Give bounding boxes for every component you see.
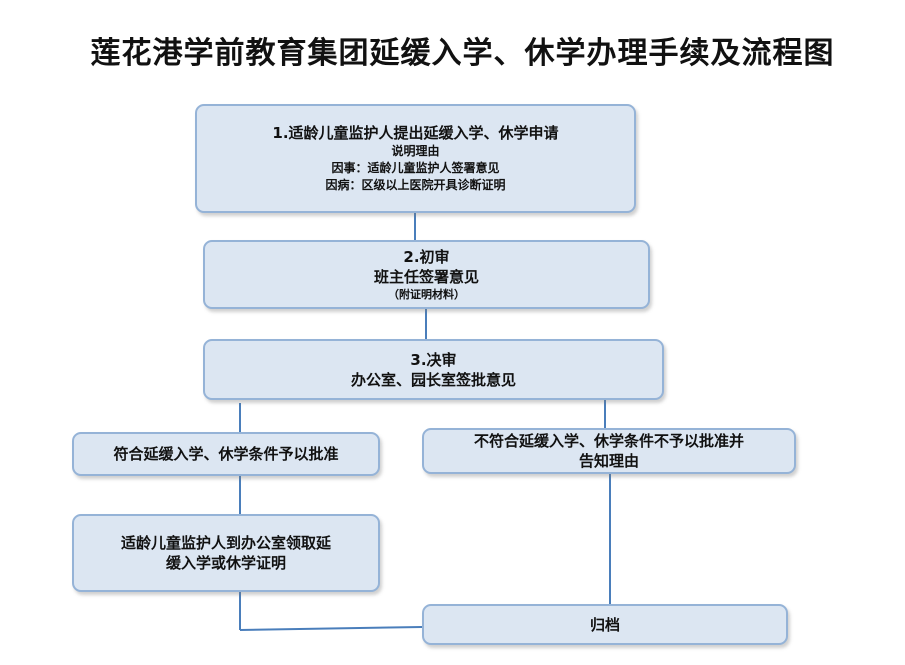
step2-attachment: （附证明材料）: [388, 288, 465, 301]
reject-box: 不符合延缓入学、休学条件不予以批准并 告知理由: [422, 428, 796, 474]
collect-line2: 缓入学或休学证明: [165, 554, 286, 572]
connector-collect-archive: [239, 626, 423, 631]
step2-preliminary-box: 2.初审 班主任签署意见 （附证明材料）: [203, 240, 650, 309]
step1-apply-box: 1.适龄儿童监护人提出延缓入学、休学申请 说明理由 因事：适龄儿童监护人签署意见…: [195, 104, 636, 213]
archive-text: 归档: [589, 615, 620, 634]
step1-personal: 因事：适龄儿童监护人签署意见: [331, 161, 500, 175]
archive-box: 归档: [422, 604, 788, 645]
step2-teacher: 班主任签署意见: [373, 268, 479, 286]
reject-line1: 不符合延缓入学、休学条件不予以批准并: [473, 432, 744, 450]
step2-heading: 2.初审: [403, 248, 450, 266]
approve-text: 符合延缓入学、休学条件予以批准: [113, 445, 339, 463]
approve-box: 符合延缓入学、休学条件予以批准: [72, 432, 380, 476]
collect-certificate-box: 适龄儿童监护人到办公室领取延 缓入学或休学证明: [72, 514, 380, 592]
step3-final-box: 3.决审 办公室、园长室签批意见: [203, 339, 664, 400]
collect-line1: 适龄儿童监护人到办公室领取延: [120, 534, 331, 552]
step3-heading: 3.决审: [410, 350, 457, 369]
step1-heading: 1.适龄儿童监护人提出延缓入学、休学申请: [272, 124, 559, 142]
step3-office: 办公室、园长室签批意见: [350, 370, 516, 389]
step1-reason: 说明理由: [391, 144, 440, 158]
step1-illness: 因病：区级以上医院开具诊断证明: [325, 178, 506, 192]
reject-line2: 告知理由: [578, 452, 639, 470]
page-title: 莲花港学前教育集团延缓入学、休学办理手续及流程图: [90, 36, 835, 71]
